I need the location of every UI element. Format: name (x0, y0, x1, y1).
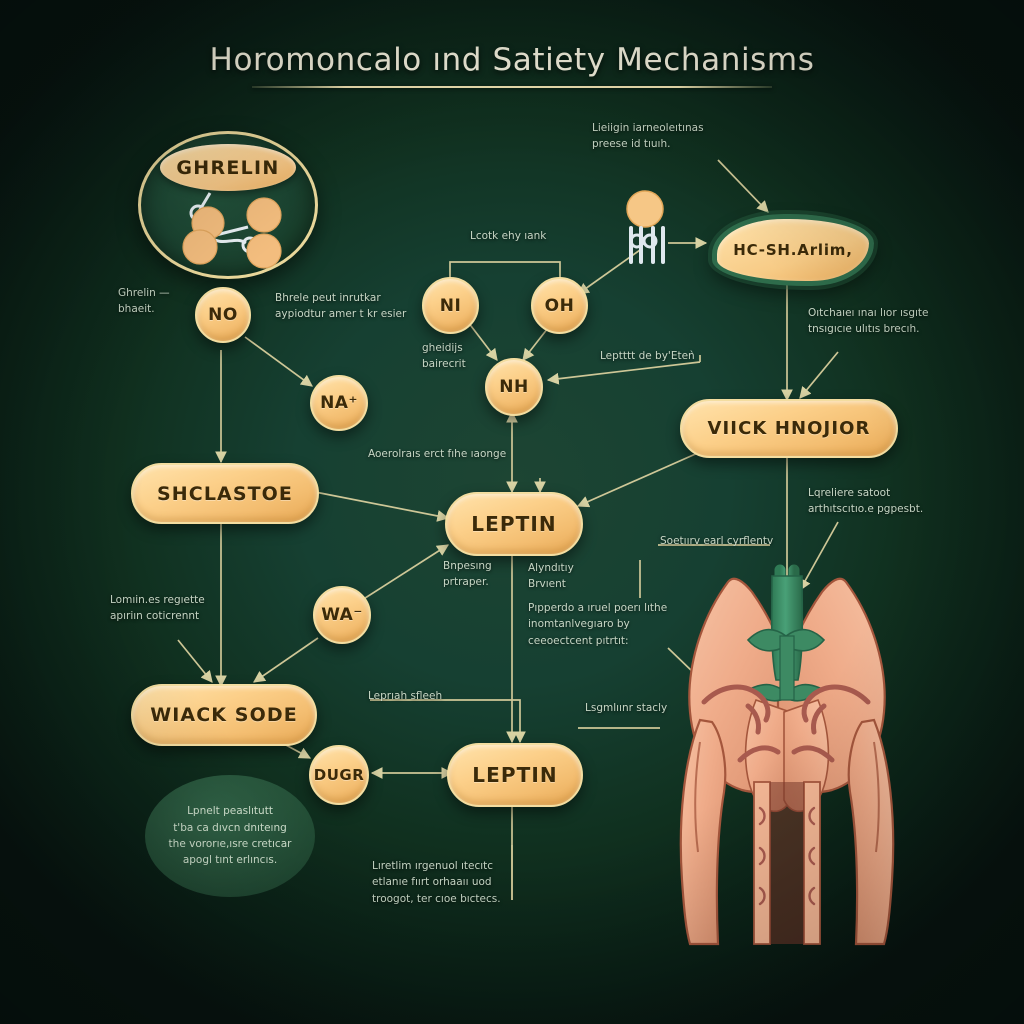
caption-otchaiel: Oıtchaıeı ınaı lıor ısgıte tnsıgıcıe ulı… (808, 307, 929, 336)
node-wa[interactable]: WA⁻ (313, 586, 371, 644)
caption-lqreliere: Lqreliere satoot arthıtscıtıo.e pgpesbt. (808, 487, 924, 516)
caption-lsgmliinr: Lsgmlıınr stacly (585, 702, 668, 714)
caption-leptit-by-eten: Leptttt de by'Eteǹ (600, 350, 695, 362)
receptor-blob[interactable]: HC-SH.Arlim, (712, 214, 874, 286)
box-viick-hnojior[interactable]: VIICK HNOJIOR (680, 399, 898, 458)
node-no[interactable]: NO (195, 287, 251, 343)
node-dugr[interactable]: DUGR (309, 745, 369, 805)
caption-lcot: Lcotk ehy ıank (470, 230, 547, 242)
ghrelin-capsule[interactable]: GHRELIN (138, 131, 318, 279)
title-underline (252, 86, 772, 88)
node-ni[interactable]: NI (422, 277, 479, 334)
ghrelin-molecule-icon (182, 192, 282, 269)
caption-ghrelin-left: Ghrelin — bhaeit. (118, 287, 170, 316)
caption-gheidijs: gheidijs bairecrit (422, 342, 466, 371)
node-oh[interactable]: OH (531, 277, 588, 334)
box-shclastoe[interactable]: SHCLASTOE (131, 463, 319, 524)
caption-leprian: Leprıah sfleeh (368, 690, 443, 702)
caption-lomiines: Lomıin.es regıette apıriın coticrennt (110, 594, 205, 623)
caption-pipperdo: Pıpperdo a ıruel poerı lıthe inomtanlveg… (528, 602, 668, 647)
box-leptin-mid[interactable]: LEPTIN (445, 492, 583, 556)
page-title: Horomoncalo ınd Satiety Mechanisms (209, 42, 815, 78)
caption-soetiiry: Soetıırv earl cyrflentv (660, 535, 774, 547)
caption-ghrelin-right: Bhrele peut inrutkar aypiodtur amer t kr… (275, 292, 407, 321)
caption-alyndity: Alyndıtıy Brvıent (528, 562, 574, 591)
caption-bottom-note: Lıretlim ırgenuol ıtecıtc etlanıe fıırt … (372, 860, 501, 905)
note-circle-text: Lpnelt peaslıtutt t'ba ca dıvcn dnıteıng… (168, 805, 292, 867)
node-na[interactable]: NA⁺ (310, 375, 368, 431)
ghrelin-label: GHRELIN (160, 144, 296, 191)
caption-leptin-top-right: Lieiigin iarneoleıtınas preese id tıuıh. (592, 122, 704, 151)
note-circle: Lpnelt peaslıtutt t'ba ca dıvcn dnıteıng… (145, 775, 315, 897)
caption-aoerolrats: Aoerolraıs erct fıhe ıaonge (368, 448, 507, 460)
node-nh[interactable]: NH (485, 358, 543, 416)
caption-bnpesing: Bnpesıng prtraper. (443, 560, 492, 589)
box-leptin-low[interactable]: LEPTIN (447, 743, 583, 807)
box-wiack-sode[interactable]: WIACK SODE (131, 684, 317, 746)
